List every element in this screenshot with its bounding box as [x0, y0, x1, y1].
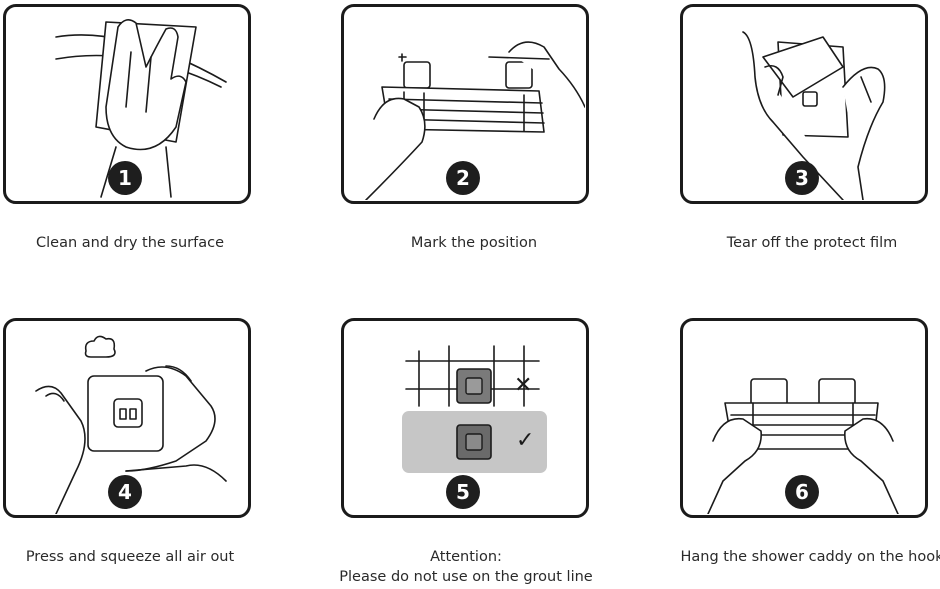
press-hook-illustration	[35, 335, 227, 514]
peel-film-illustration	[742, 31, 886, 200]
step-card-4: 4	[3, 318, 251, 518]
step-number-badge: 4	[108, 475, 142, 509]
step-card-3: 3	[680, 4, 928, 204]
step-number-badge: 1	[108, 161, 142, 195]
step-caption-6: Hang the shower caddy on the hook	[680, 549, 940, 565]
step-number-badge: 5	[446, 475, 480, 509]
step-caption-1: Clean and dry the surface	[36, 235, 224, 251]
step-caption-5-line-1: Attention:	[430, 549, 502, 565]
step-caption-2: Mark the position	[410, 235, 538, 251]
step-card-5: ✕ ✓ 5	[341, 318, 589, 518]
step-card-2: 2	[341, 4, 589, 204]
hang-caddy-illustration	[707, 378, 899, 514]
mark-position-illustration	[365, 41, 585, 200]
grout-line-warning-illustration	[402, 345, 547, 473]
wrong-mark-icon: ✕	[514, 373, 533, 398]
step-caption-4: Press and squeeze all air out	[25, 549, 235, 565]
step-caption-5-line-2: Please do not use on the grout line	[339, 569, 593, 585]
step-caption-3: Tear off the protect film	[726, 235, 898, 251]
wipe-surface-illustration	[55, 19, 227, 198]
step-number-badge: 2	[446, 161, 480, 195]
step-number-badge: 6	[785, 475, 819, 509]
step-card-1: 1	[3, 4, 251, 204]
right-mark-icon: ✓	[516, 428, 535, 453]
step-number-badge: 3	[785, 161, 819, 195]
step-card-6: 6	[680, 318, 928, 518]
